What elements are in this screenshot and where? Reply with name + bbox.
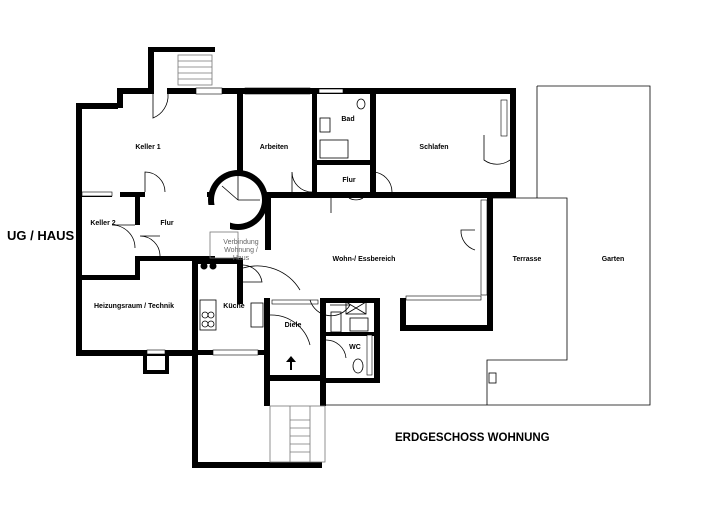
room-keller2: Keller 2 — [90, 220, 115, 227]
bathtub — [319, 139, 349, 159]
room-verbindung-line2: Wohnung / — [224, 247, 258, 254]
title-ug-haus: UG / HAUS — [7, 228, 75, 243]
room-wc: WC — [349, 344, 361, 351]
room-flur-eg: Flur — [342, 177, 355, 184]
windows — [81, 87, 508, 376]
fixtures — [199, 98, 369, 374]
sink — [250, 302, 264, 328]
room-arbeiten: Arbeiten — [260, 144, 288, 151]
room-garten: Garten — [602, 256, 625, 263]
doors — [111, 93, 511, 359]
room-wohn-essbereich: Wohn-/ Essbereich — [333, 256, 396, 263]
room-heizungsraum: Heizungsraum / Technik — [94, 303, 174, 310]
room-verbindung-line3: Haus — [233, 255, 250, 262]
room-kueche: Küche — [223, 303, 245, 310]
room-bad: Bad — [341, 116, 354, 123]
room-verbindung-line1: Verbindung — [223, 239, 259, 246]
stove — [199, 299, 217, 331]
title-erdgeschoss: ERDGESCHOSS WOHNUNG — [395, 432, 550, 444]
room-keller1: Keller 1 — [135, 144, 160, 151]
room-terrasse: Terrasse — [513, 256, 542, 263]
stairs-icon — [177, 54, 326, 463]
room-diele: Diele — [285, 322, 302, 329]
room-flur-ug: Flur — [160, 220, 173, 227]
spiral-stairs-icon — [221, 176, 260, 201]
arrow-up-icon — [286, 356, 296, 370]
room-schlafen: Schlafen — [419, 144, 448, 151]
